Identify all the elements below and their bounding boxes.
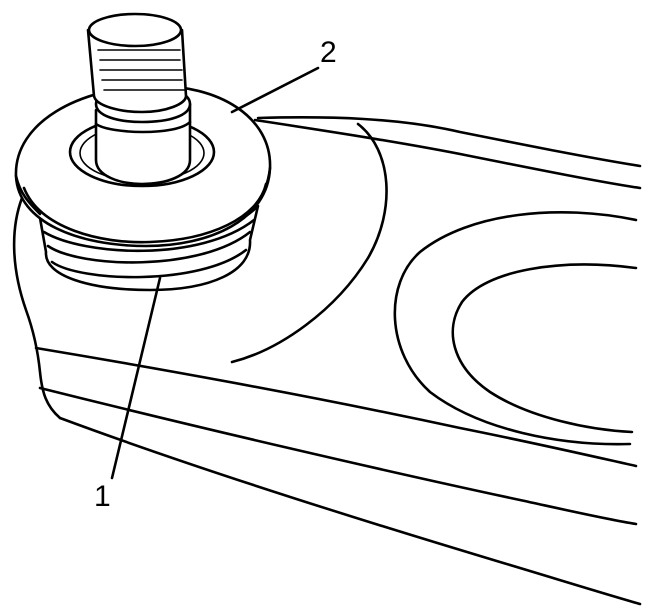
callout-2-leader xyxy=(230,66,320,114)
control-arm xyxy=(12,116,642,606)
callout-2-label: 2 xyxy=(320,36,337,69)
ball-stud xyxy=(86,12,192,186)
leader-lines xyxy=(110,66,320,480)
ball-joint-boot xyxy=(38,204,260,292)
callout-1-label: 1 xyxy=(94,480,111,513)
callout-1-leader xyxy=(110,276,162,480)
